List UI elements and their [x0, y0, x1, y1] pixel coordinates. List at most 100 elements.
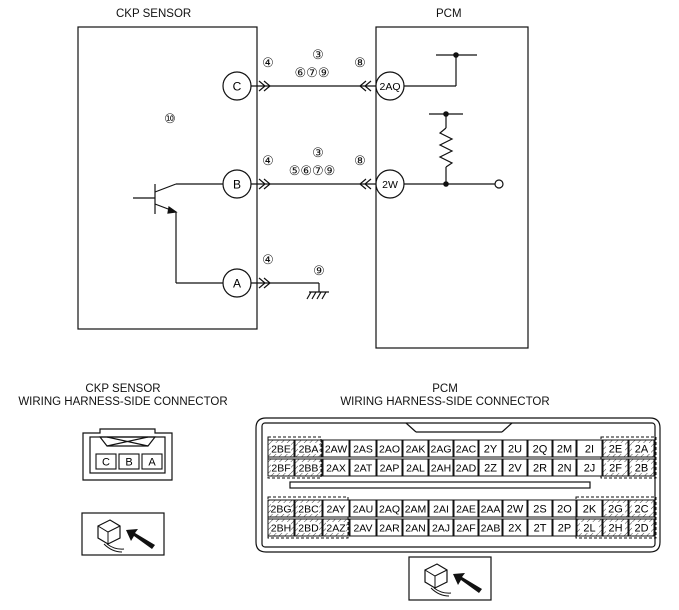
- pcm-pin-2ap: 2AP: [376, 458, 403, 477]
- pcm-pin-2z: 2Z: [478, 458, 503, 477]
- svg-text:C: C: [233, 80, 242, 94]
- pcm-pin-2h: 2H: [602, 518, 629, 537]
- svg-text:2AH: 2AH: [431, 463, 451, 475]
- svg-text:2H: 2H: [608, 523, 622, 535]
- ckp-connector-title-line1: CKP SENSOR: [85, 383, 161, 395]
- svg-text:2AQ: 2AQ: [379, 81, 400, 93]
- note-b-right: ⑧: [354, 153, 366, 168]
- pcm-pin-2ar: 2AR: [376, 518, 403, 537]
- pcm-pin-2ag: 2AG: [428, 439, 454, 458]
- svg-text:2AN: 2AN: [405, 523, 425, 535]
- svg-text:2F: 2F: [609, 463, 622, 475]
- svg-text:2AW: 2AW: [325, 444, 347, 456]
- pcm-pin-2aq: 2AQ: [376, 499, 403, 518]
- pcm-pin-2i: 2I: [576, 439, 603, 458]
- wire-c: [251, 80, 376, 92]
- svg-text:2O: 2O: [557, 504, 572, 516]
- pcm-pin-2av: 2AV: [349, 518, 377, 537]
- ckp-connector-title: CKP SENSOR WIRING HARNESS-SIDE CONNECTOR: [8, 383, 238, 409]
- pcm-pin-2af: 2AF: [453, 518, 479, 537]
- transistor-symbol: [133, 183, 223, 284]
- svg-text:2C: 2C: [634, 504, 648, 516]
- svg-text:2AD: 2AD: [456, 463, 477, 475]
- pcm-pin-2an: 2AN: [402, 518, 429, 537]
- ckp-sensor-box: [77, 26, 258, 330]
- svg-text:2J: 2J: [584, 463, 596, 475]
- svg-text:2Z: 2Z: [484, 463, 497, 475]
- note-c-mid-bottom: ⑥⑦⑨: [295, 65, 330, 80]
- svg-text:2G: 2G: [608, 504, 623, 516]
- ckp-view-direction-icon: [81, 512, 165, 556]
- svg-text:2S: 2S: [533, 504, 546, 516]
- wire-a-ground: [251, 277, 329, 300]
- ckp-pin-c: C: [95, 453, 117, 470]
- svg-text:2BF: 2BF: [271, 463, 290, 475]
- svg-text:2AT: 2AT: [354, 463, 373, 475]
- svg-text:2AM: 2AM: [405, 504, 427, 516]
- pcm-pin-2q: 2Q: [527, 439, 553, 458]
- svg-text:2AJ: 2AJ: [432, 523, 450, 535]
- pcm-pin-2ab: 2AB: [478, 518, 503, 537]
- pcm-internal-2aq: [404, 52, 477, 87]
- svg-text:2X: 2X: [508, 523, 522, 535]
- svg-text:2AC: 2AC: [456, 444, 477, 456]
- svg-text:2I: 2I: [585, 444, 594, 456]
- pcm-pin-2a: 2A: [628, 439, 655, 458]
- note-b-mid-top: ③: [312, 145, 324, 160]
- note-b-left: ④: [262, 153, 274, 168]
- svg-text:2A: 2A: [635, 444, 649, 456]
- ckp-pin-b: B: [118, 453, 140, 470]
- pcm-terminal-2aq: 2AQ: [375, 71, 405, 101]
- pcm-pin-2ao: 2AO: [376, 439, 403, 458]
- note-c-left: ④: [262, 55, 274, 70]
- pcm-view-direction-icon: [408, 556, 492, 601]
- pcm-pin-2c: 2C: [628, 499, 655, 518]
- svg-text:2AS: 2AS: [353, 444, 373, 456]
- svg-text:2B: 2B: [635, 463, 648, 475]
- ckp-pin-a: A: [141, 453, 163, 470]
- svg-text:2Y: 2Y: [484, 444, 498, 456]
- pcm-pin-2ad: 2AD: [453, 458, 479, 477]
- pin-b: B: [222, 169, 252, 199]
- svg-text:2AR: 2AR: [379, 523, 400, 535]
- pcm-pin-2n: 2N: [552, 458, 577, 477]
- pcm-pin-2w: 2W: [502, 499, 528, 518]
- pcm-pin-2ac: 2AC: [453, 439, 479, 458]
- pcm-pin-2at: 2AT: [349, 458, 377, 477]
- pcm-connector-title-line1: PCM: [432, 383, 458, 395]
- svg-text:2BB: 2BB: [299, 463, 319, 475]
- svg-text:2V: 2V: [508, 463, 522, 475]
- svg-text:2AX: 2AX: [326, 463, 346, 475]
- svg-text:2AV: 2AV: [353, 523, 372, 535]
- note-b-mid-bottom: ⑤⑥⑦⑨: [289, 163, 336, 178]
- svg-text:2AZ: 2AZ: [326, 523, 346, 535]
- svg-text:2BE: 2BE: [271, 444, 291, 456]
- svg-text:2N: 2N: [557, 463, 571, 475]
- svg-text:2BD: 2BD: [298, 523, 319, 535]
- svg-text:2AY: 2AY: [326, 504, 345, 516]
- svg-text:B: B: [233, 178, 241, 192]
- pcm-pin-2aj: 2AJ: [428, 518, 454, 537]
- pcm-pin-2bd: 2BD: [294, 518, 323, 537]
- svg-text:2AI: 2AI: [433, 504, 449, 516]
- ckp-sensor-title: CKP SENSOR: [116, 8, 192, 20]
- pcm-pin-2bc: 2BC: [294, 499, 323, 518]
- pcm-pin-2ba: 2BA: [294, 439, 323, 458]
- pcm-pin-2ae: 2AE: [453, 499, 479, 518]
- pcm-pin-2s: 2S: [527, 499, 553, 518]
- pcm-pin-2p: 2P: [552, 518, 577, 537]
- svg-text:2BC: 2BC: [298, 504, 319, 516]
- svg-text:2W: 2W: [382, 179, 398, 191]
- pcm-pin-2ah: 2AH: [428, 458, 454, 477]
- pcm-connector-title: PCM WIRING HARNESS-SIDE CONNECTOR: [320, 383, 570, 409]
- svg-text:2L: 2L: [583, 523, 595, 535]
- pcm-pin-2aw: 2AW: [322, 439, 350, 458]
- pcm-pin-2be: 2BE: [267, 439, 295, 458]
- pcm-pin-2bh: 2BH: [267, 518, 295, 537]
- svg-text:2U: 2U: [508, 444, 522, 456]
- svg-text:2E: 2E: [609, 444, 622, 456]
- pcm-pin-2g: 2G: [602, 499, 629, 518]
- svg-text:2Q: 2Q: [533, 444, 548, 456]
- pcm-pin-2au: 2AU: [349, 499, 377, 518]
- pin-c: C: [222, 71, 252, 101]
